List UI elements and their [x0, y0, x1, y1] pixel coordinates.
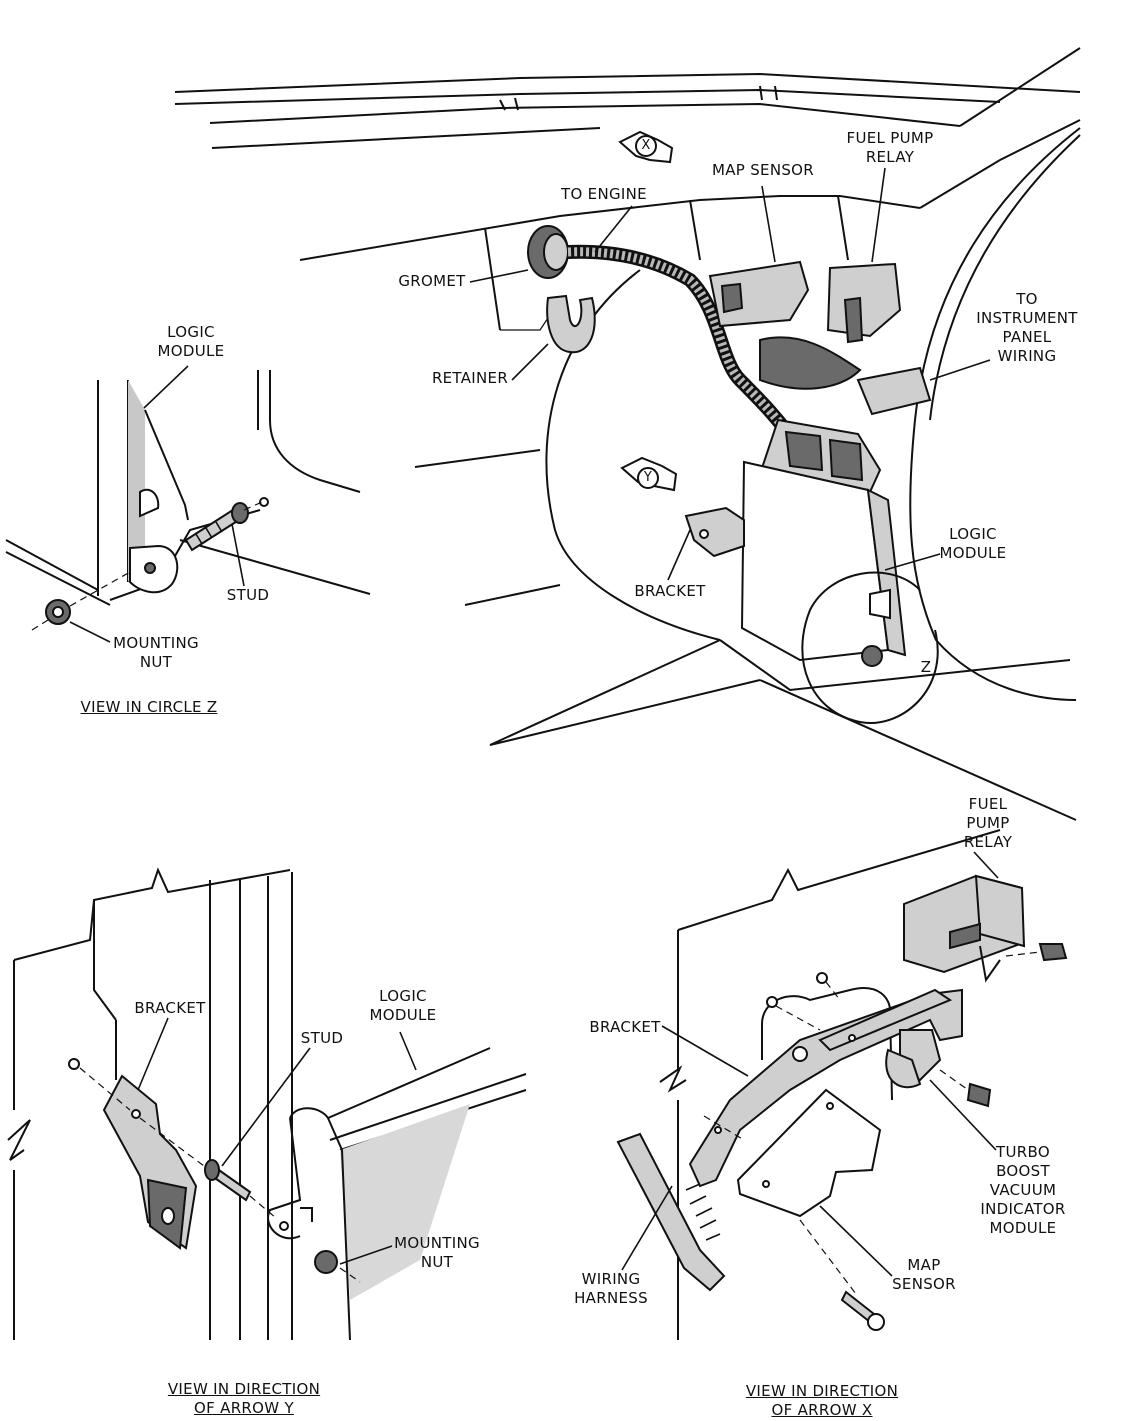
- retainer-label: RETAINER: [431, 369, 509, 387]
- logic-module-label: LOGIC MODULE: [939, 525, 1007, 562]
- arrow-y-drawing: [7, 867, 527, 1341]
- y-mounting-nut-label: MOUNTING NUT: [394, 1234, 480, 1271]
- gromet-label: GROMET: [398, 272, 466, 290]
- arrow-x-drawing: [616, 829, 1068, 1340]
- arrow-x-caption: VIEW IN DIRECTION OF ARROW X: [745, 1382, 899, 1419]
- to-engine-label: TO ENGINE: [561, 185, 647, 203]
- fuel-pump-relay-label: FUEL PUMP RELAY: [846, 129, 934, 166]
- map-sensor-label: MAP SENSOR: [712, 161, 814, 179]
- circle-z-marker-label: Z: [920, 658, 932, 676]
- arrow-y-marker-label: Y: [643, 470, 653, 485]
- z-logic-module-label: LOGIC MODULE: [157, 323, 225, 360]
- y-logic-module-label: LOGIC MODULE: [369, 987, 437, 1024]
- main-view-drawing: [174, 47, 1081, 821]
- to-instrument-panel-wiring-label: TO INSTRUMENT PANEL WIRING: [976, 290, 1078, 365]
- z-stud-label: STUD: [226, 586, 270, 604]
- x-turbo-boost-module-label: TURBO BOOST VACUUM INDICATOR MODULE: [980, 1143, 1066, 1237]
- x-bracket-label: BRACKET: [589, 1018, 661, 1036]
- bracket-label: BRACKET: [634, 582, 706, 600]
- circle-z-caption: VIEW IN CIRCLE Z: [80, 698, 218, 716]
- circle-z-drawing: [5, 365, 371, 643]
- y-stud-label: STUD: [300, 1029, 344, 1047]
- z-mounting-nut-label: MOUNTING NUT: [113, 634, 199, 671]
- y-bracket-label: BRACKET: [134, 999, 206, 1017]
- arrow-y-caption: VIEW IN DIRECTION OF ARROW Y: [167, 1380, 321, 1417]
- arrow-x-marker-label: X: [641, 138, 651, 153]
- x-wiring-harness-label: WIRING HARNESS: [574, 1270, 648, 1307]
- x-fuel-pump-relay-label: FUEL PUMP RELAY: [963, 795, 1013, 851]
- x-map-sensor-label: MAP SENSOR: [892, 1256, 956, 1293]
